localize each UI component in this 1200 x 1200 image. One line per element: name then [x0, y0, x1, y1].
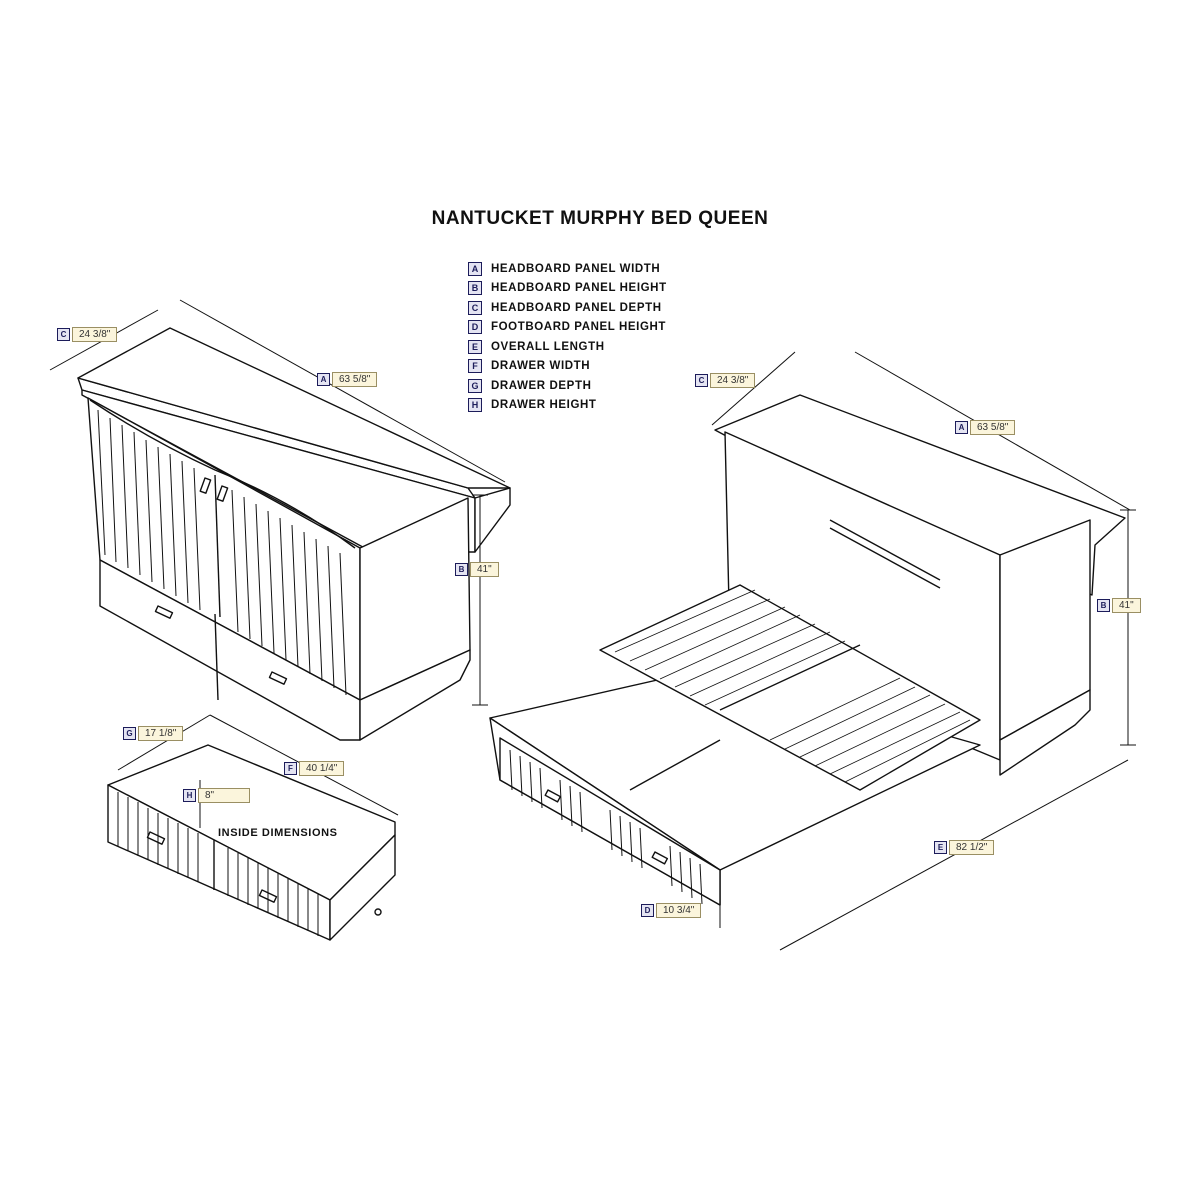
legend-label: HEADBOARD PANEL WIDTH: [491, 262, 661, 275]
legend-item-b: B HEADBOARD PANEL HEIGHT: [468, 279, 667, 299]
dimension-tag-closed-height: B 41": [455, 562, 499, 577]
legend-key: C: [468, 300, 482, 315]
legend-key: H: [468, 398, 482, 413]
legend-item-f: F DRAWER WIDTH: [468, 357, 667, 377]
dimension-key: F: [284, 762, 297, 775]
dimension-key: E: [934, 841, 947, 854]
legend-label: FOOTBOARD PANEL HEIGHT: [491, 321, 667, 334]
dimension-value: 41": [1112, 598, 1141, 613]
dimension-value: 40 1/4": [299, 761, 345, 776]
dimension-tag-open-height: B 41": [1097, 598, 1141, 613]
dimension-key: B: [455, 563, 468, 576]
dimension-value: 17 1/8": [138, 726, 184, 741]
legend-label: DRAWER HEIGHT: [491, 399, 597, 412]
legend-item-h: H DRAWER HEIGHT: [468, 396, 667, 416]
dimension-key: A: [317, 373, 330, 386]
dimension-tag-drawer-height: H 8": [183, 788, 250, 803]
legend-label: DRAWER WIDTH: [491, 360, 591, 373]
legend-key: A: [468, 261, 482, 276]
dimension-key: C: [57, 328, 70, 341]
legend-key: B: [468, 281, 482, 296]
legend-label: HEADBOARD PANEL DEPTH: [491, 301, 662, 314]
dimension-key: H: [183, 789, 196, 802]
legend-label: DRAWER DEPTH: [491, 379, 592, 392]
legend-label: HEADBOARD PANEL HEIGHT: [491, 282, 667, 295]
legend-key: D: [468, 320, 482, 335]
dimension-tag-drawer-width: F 40 1/4": [284, 761, 345, 776]
dimension-legend: A HEADBOARD PANEL WIDTH B HEADBOARD PANEL …: [468, 259, 667, 415]
legend-key: E: [468, 339, 482, 354]
dimension-tag-closed-width: A 63 5/8": [317, 372, 378, 387]
dimension-value: 41": [470, 562, 499, 577]
dimension-key: C: [695, 374, 708, 387]
legend-item-d: D FOOTBOARD PANEL HEIGHT: [468, 318, 667, 338]
inside-dimensions-label: INSIDE DIMENSIONS: [218, 827, 338, 839]
drawer-drawing: [107, 744, 396, 941]
dimension-value: 8": [198, 788, 250, 803]
dimension-tag-closed-depth: C 24 3/8": [57, 327, 118, 342]
dimension-value: 82 1/2": [949, 840, 995, 855]
dimension-tag-open-depth: C 24 3/8": [695, 373, 756, 388]
dimension-value: 63 5/8": [970, 420, 1016, 435]
legend-key: F: [468, 359, 482, 374]
legend-label: OVERALL LENGTH: [491, 340, 605, 353]
dimension-tag-footboard-height: D 10 3/4": [641, 903, 702, 918]
dimension-key: A: [955, 421, 968, 434]
legend-item-e: E OVERALL LENGTH: [468, 337, 667, 357]
dimension-tag-open-width: A 63 5/8": [955, 420, 1016, 435]
dimension-tag-drawer-depth: G 17 1/8": [123, 726, 184, 741]
legend-item-g: G DRAWER DEPTH: [468, 376, 667, 396]
dimension-tag-overall-length: E 82 1/2": [934, 840, 995, 855]
legend-item-a: A HEADBOARD PANEL WIDTH: [468, 259, 667, 279]
dimension-value: 24 3/8": [72, 327, 118, 342]
dimension-value: 10 3/4": [656, 903, 702, 918]
legend-key: G: [468, 378, 482, 393]
diagram-title: NANTUCKET MURPHY BED QUEEN: [431, 208, 769, 229]
dimension-key: D: [641, 904, 654, 917]
dimension-key: B: [1097, 599, 1110, 612]
open-bed-drawing: [489, 394, 1126, 906]
dimension-value: 24 3/8": [710, 373, 756, 388]
legend-item-c: C HEADBOARD PANEL DEPTH: [468, 298, 667, 318]
closed-cabinet-drawing: [77, 327, 511, 741]
dimension-value: 63 5/8": [332, 372, 378, 387]
dimension-key: G: [123, 727, 136, 740]
